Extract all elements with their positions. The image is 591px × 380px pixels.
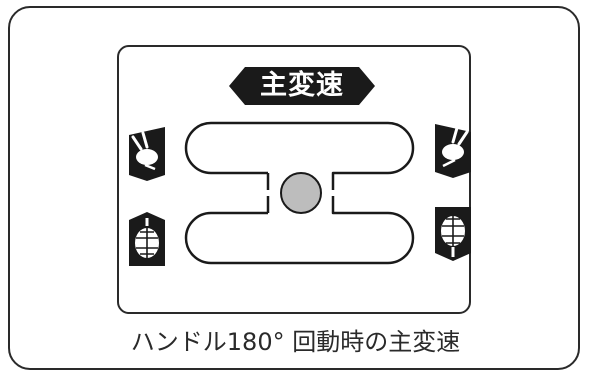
shift-knob bbox=[280, 172, 322, 214]
lower-slot bbox=[184, 196, 415, 265]
rabbit-icon bbox=[435, 124, 471, 178]
main-shift-label: 主変速 bbox=[260, 70, 344, 101]
shift-panel bbox=[117, 45, 471, 314]
badge-background bbox=[229, 67, 375, 105]
caption: ハンドル180° 回動時の主変速 bbox=[130, 328, 461, 356]
shift-gate bbox=[184, 121, 415, 265]
turtle-icon bbox=[129, 212, 165, 266]
outer-frame bbox=[8, 6, 580, 370]
turtle-icon bbox=[435, 207, 471, 261]
rabbit-icon bbox=[129, 127, 165, 181]
upper-slot bbox=[184, 121, 415, 190]
